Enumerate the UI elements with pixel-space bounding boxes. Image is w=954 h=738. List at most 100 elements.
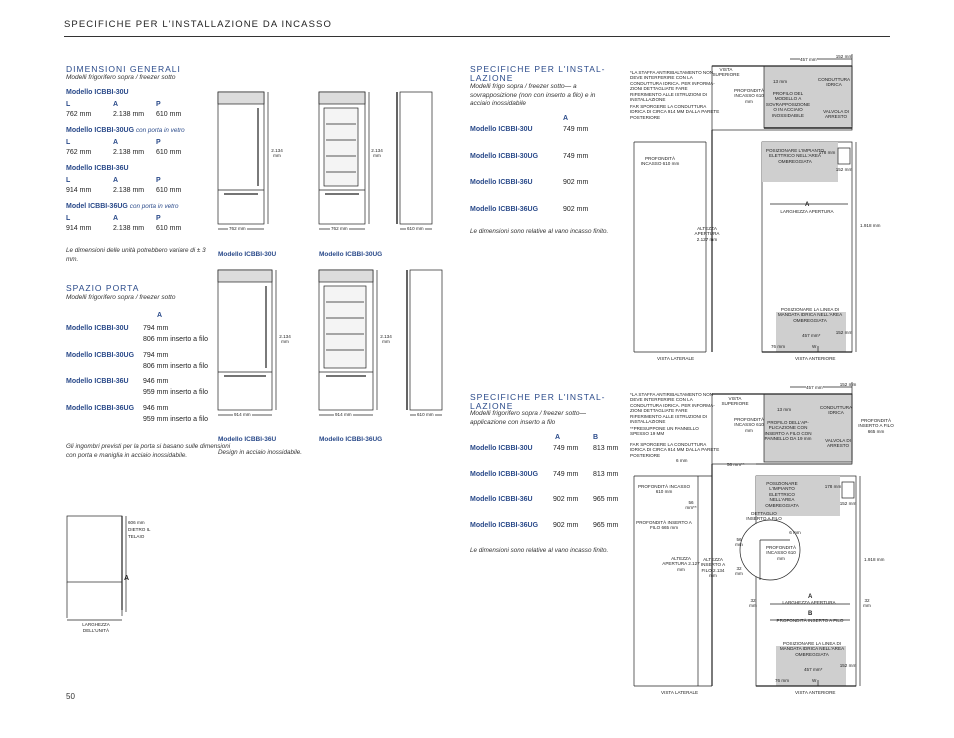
diag1-impianto: POSIZIONARE L'IMPIANTO ELETTRICO NELL'AR… [765,148,825,164]
spec1-model-name: Modello ICBBI-36UG [470,205,539,213]
diag2-d32: 32 mm [735,566,743,577]
diag2-d32r: 32 mm [863,598,871,609]
diag1-d1918: 1.918 mm [860,223,881,228]
spec1-title-1: SPECIFICHE PER L'INSTAL- [470,64,606,74]
spec2-val-b: 965 mm [593,521,619,529]
door-dim-sub: DIETRO IL [128,527,151,532]
diag2-d457b: 457 mm* [804,667,823,672]
diag1-note1: *LA STAFFA ANTIRIBALTAMENTO NON DEVE INT… [630,70,715,103]
dim-val-a: 2.138 mm [113,187,145,194]
dim-model-name: Model ICBBI-36UG con porta in vetro [66,203,179,210]
diag2-vista-lat: VISTA LATERALE [661,690,699,695]
door-dim-a: A [124,575,130,582]
fridge-side-top [396,91,433,225]
spazio-val-1: 794 mm [143,325,169,332]
spec2-val-a: 749 mm [553,470,579,478]
diag1-w: W [812,344,817,349]
spazio-col-a: A [157,312,163,319]
spec1-model-name: Modello ICBBI-30UG [470,152,539,160]
diag2-impianto: POSIZIONARE L'IMPIANTO ELETTRICO NELL'AR… [765,481,799,508]
spec1-val-a: 902 mm [563,179,589,186]
diag1-altezza: ALTEZZA APERTURA 2.127 mm [694,226,720,242]
page-number: 50 [66,692,75,701]
diag2-a: A [808,594,813,600]
dim-val-p: 610 mm [156,225,182,232]
diag2-w: W [812,678,817,683]
spec1-subtitle: Modelli frigo sopra / freezer sotto— a s… [470,83,596,107]
dim-val-a: 2.138 mm [113,225,145,232]
dim-col-a: A [113,101,119,108]
caption-30ug: Modello ICBBI-30UG [319,251,383,258]
dim-w-30u: 762 mm [228,226,247,232]
dim-val-l: 914 mm [66,225,92,232]
diag2-d152c: 152 mm [839,663,857,668]
dim-model-suffix: con porta in vetro [129,203,179,210]
spec2-val-a: 749 mm [553,445,579,452]
dim-model-name: Modello ICBBI-30U [66,89,129,96]
diag2-prof-b: PROFONDITÀ INSERTO A FILO [776,618,844,623]
diag2-d1918: 1.918 mm [864,557,885,562]
diag2-note1: *LA STAFFA ANTIRIBALTAMENTO NON DEVE INT… [630,392,715,425]
diag2-larghezza: LARGHEZZA APERTURA [782,600,836,605]
section-subtitle-spazio: Modelli frigorifero sopra / freezer sott… [66,294,176,301]
spec1-note: Le dimensioni sono relative al vano inca… [470,228,609,235]
spec1-col-a: A [563,115,569,122]
diag1-linea: POSIZIONARE LA LINEA DI MANDATA IDRICA N… [777,307,843,323]
dim-val-l: 914 mm [66,187,92,194]
spec2-val-b: 965 mm [593,496,619,503]
dim-col-a: A [113,139,119,146]
dim-d-bottom: 610 mm [416,412,435,418]
spec2-model-name: Modello ICBBI-30U [470,445,533,452]
diag2-d32l: 32 mm [749,598,757,609]
dim-col-l: L [66,101,71,108]
spazio-note: Gli ingombri previsti per la porta si ba… [66,443,231,459]
diag1-d457b: 457 mm* [802,333,821,338]
dim-col-p: P [156,101,161,108]
dim-col-p: P [156,177,161,184]
diag1-note2: FAR SPORGERE LA CONDUTTURA IDRICA DI CIR… [630,104,720,120]
diag1-profilo: PROFILO DEL MODELLO A SOVRAPPOSIZIONE O … [765,91,811,118]
diag1-prof-incasso: PROFONDITÀ INCASSO 610 mm [734,88,765,104]
diag2-d6b: 6 mm [789,530,801,535]
diag2-altezza-filo: ALTEZZA INSERTO A FILO 2.134 mm [700,557,726,579]
caption-30u: Modello ICBBI-30U [218,251,277,258]
diag2-side-prof: PROFONDITÀ INCASSO 610 mm [637,484,691,495]
diag2-d178: 178 mm [824,484,842,489]
diag1-d152: 152 mm [835,54,853,59]
diag1-vista-ant: VISTA ANTERIORE [795,356,836,361]
fridge-side-bottom [406,269,443,411]
dim-col-l: L [66,177,71,184]
spec1-title-2: LAZIONE [470,73,514,83]
diag2-d152: 152 mm [839,382,857,387]
door-dim: 606 mm [128,520,145,525]
section-title-dimensioni: DIMENSIONI GENERALI [66,64,181,74]
diag2-condotta: CONDUTTURA IDRICA [819,405,853,416]
spec2-title-2: LAZIONE [470,401,514,411]
spec2-val-a: 902 mm [553,496,579,503]
fridge-36ug-front [318,269,374,411]
dim-model-name: Modello ICBBI-36U [66,165,129,172]
diag2-d56b: 56 mm** [685,500,697,511]
diag2-top-view [711,382,853,465]
dim-val-p: 610 mm [156,187,182,194]
diag1-larghezza: LARGHEZZA APERTURA [780,209,834,214]
dim-col-a: A [113,215,119,222]
diag1-d152c: 152 mm [835,330,853,335]
dim-w-30ug: 762 mm [330,226,349,232]
diag2-dettaglio: DETTAGLIO INSERTO A FILO [746,511,782,522]
diag1-d178: 178 mm [818,150,836,155]
diag2-profilo: PROFILO DELL'AP- PLICAZIONE CON INSERTO … [764,420,812,442]
diag1-d13: 13 mm [773,79,788,84]
spazio-val-2: 806 mm inserto a filo [143,336,208,343]
spec2-model-name: Modello ICBBI-30UG [470,470,539,478]
door-swing-plan [66,515,127,621]
diag2-b: B [808,611,813,617]
spec2-note: Le dimensioni sono relative al vano inca… [470,547,609,554]
diag1-a: A [805,202,810,208]
dim-h-30u: 2.134 mm [271,148,283,159]
spec2-model-name: Modello ICBBI-36U [470,496,533,503]
dim-col-l: L [66,215,71,222]
caption-36u: Modello ICBBI-36U [218,436,277,443]
design-note: Design in acciaio inossidabile. [218,449,303,456]
